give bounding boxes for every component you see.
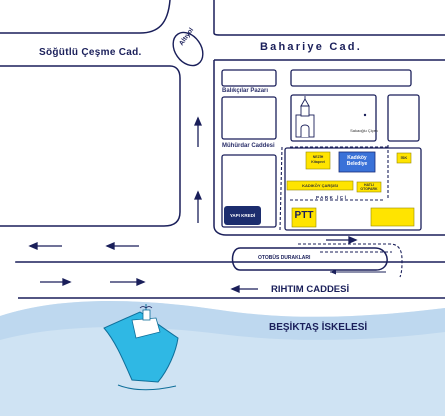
ptt-label: PTT	[294, 210, 314, 221]
kadikoy-carsisi-label: KADIKÖY ÇARŞISI	[302, 183, 338, 188]
bird-icon	[139, 306, 153, 309]
hatli-label: HATLI OTOPARK	[360, 183, 378, 191]
hatli-otopark-building	[356, 181, 382, 193]
park-ici-label: PARK İÇİ	[316, 195, 348, 200]
church-icon	[295, 96, 315, 138]
yellow-building	[370, 207, 415, 227]
street-sogutlu-cesme: Söğütlü Çeşme Cad.	[39, 47, 142, 58]
traffic-arrows	[28, 116, 358, 293]
garden-dot	[363, 113, 367, 117]
kadikoy-belediye-building	[338, 151, 376, 173]
street-rihtim: RIHTIM CADDESİ	[271, 284, 350, 295]
ptt-building	[291, 207, 317, 228]
ferry-icon	[103, 304, 179, 391]
otobus-duraklari-label: OTOBÜS DURAKLARI	[258, 255, 311, 261]
isk-building	[396, 152, 412, 164]
nezih-bookstore	[305, 151, 331, 170]
sakaoglu-label: Sakaoğlu Çiçek	[350, 128, 378, 133]
street-muhurdar: Mühürdar Caddesi	[222, 143, 275, 149]
city-blocks	[221, 69, 422, 231]
kadikoy-belediye-label: Kadıköy Belediye	[346, 155, 368, 167]
street-balikcilar: Balıkçılar Pazarı	[222, 88, 269, 94]
bus-stop-bay	[231, 247, 388, 271]
altiyol-roundabout	[172, 31, 204, 67]
yapi-kredi-label: YAPI KREDİ	[229, 213, 256, 218]
kadikoy-carsisi-building	[286, 180, 354, 191]
sea-shade	[0, 300, 445, 340]
iskele-label: BEŞİKTAŞ İSKELESİ	[269, 322, 368, 333]
road-edges	[0, 0, 445, 299]
street-bahariye: Bahariye Cad.	[260, 41, 362, 53]
nezih-label: NEZİH Kitapevi	[311, 155, 325, 164]
yapi-kredi-building	[224, 206, 261, 225]
isk-label: İSK	[400, 155, 408, 160]
